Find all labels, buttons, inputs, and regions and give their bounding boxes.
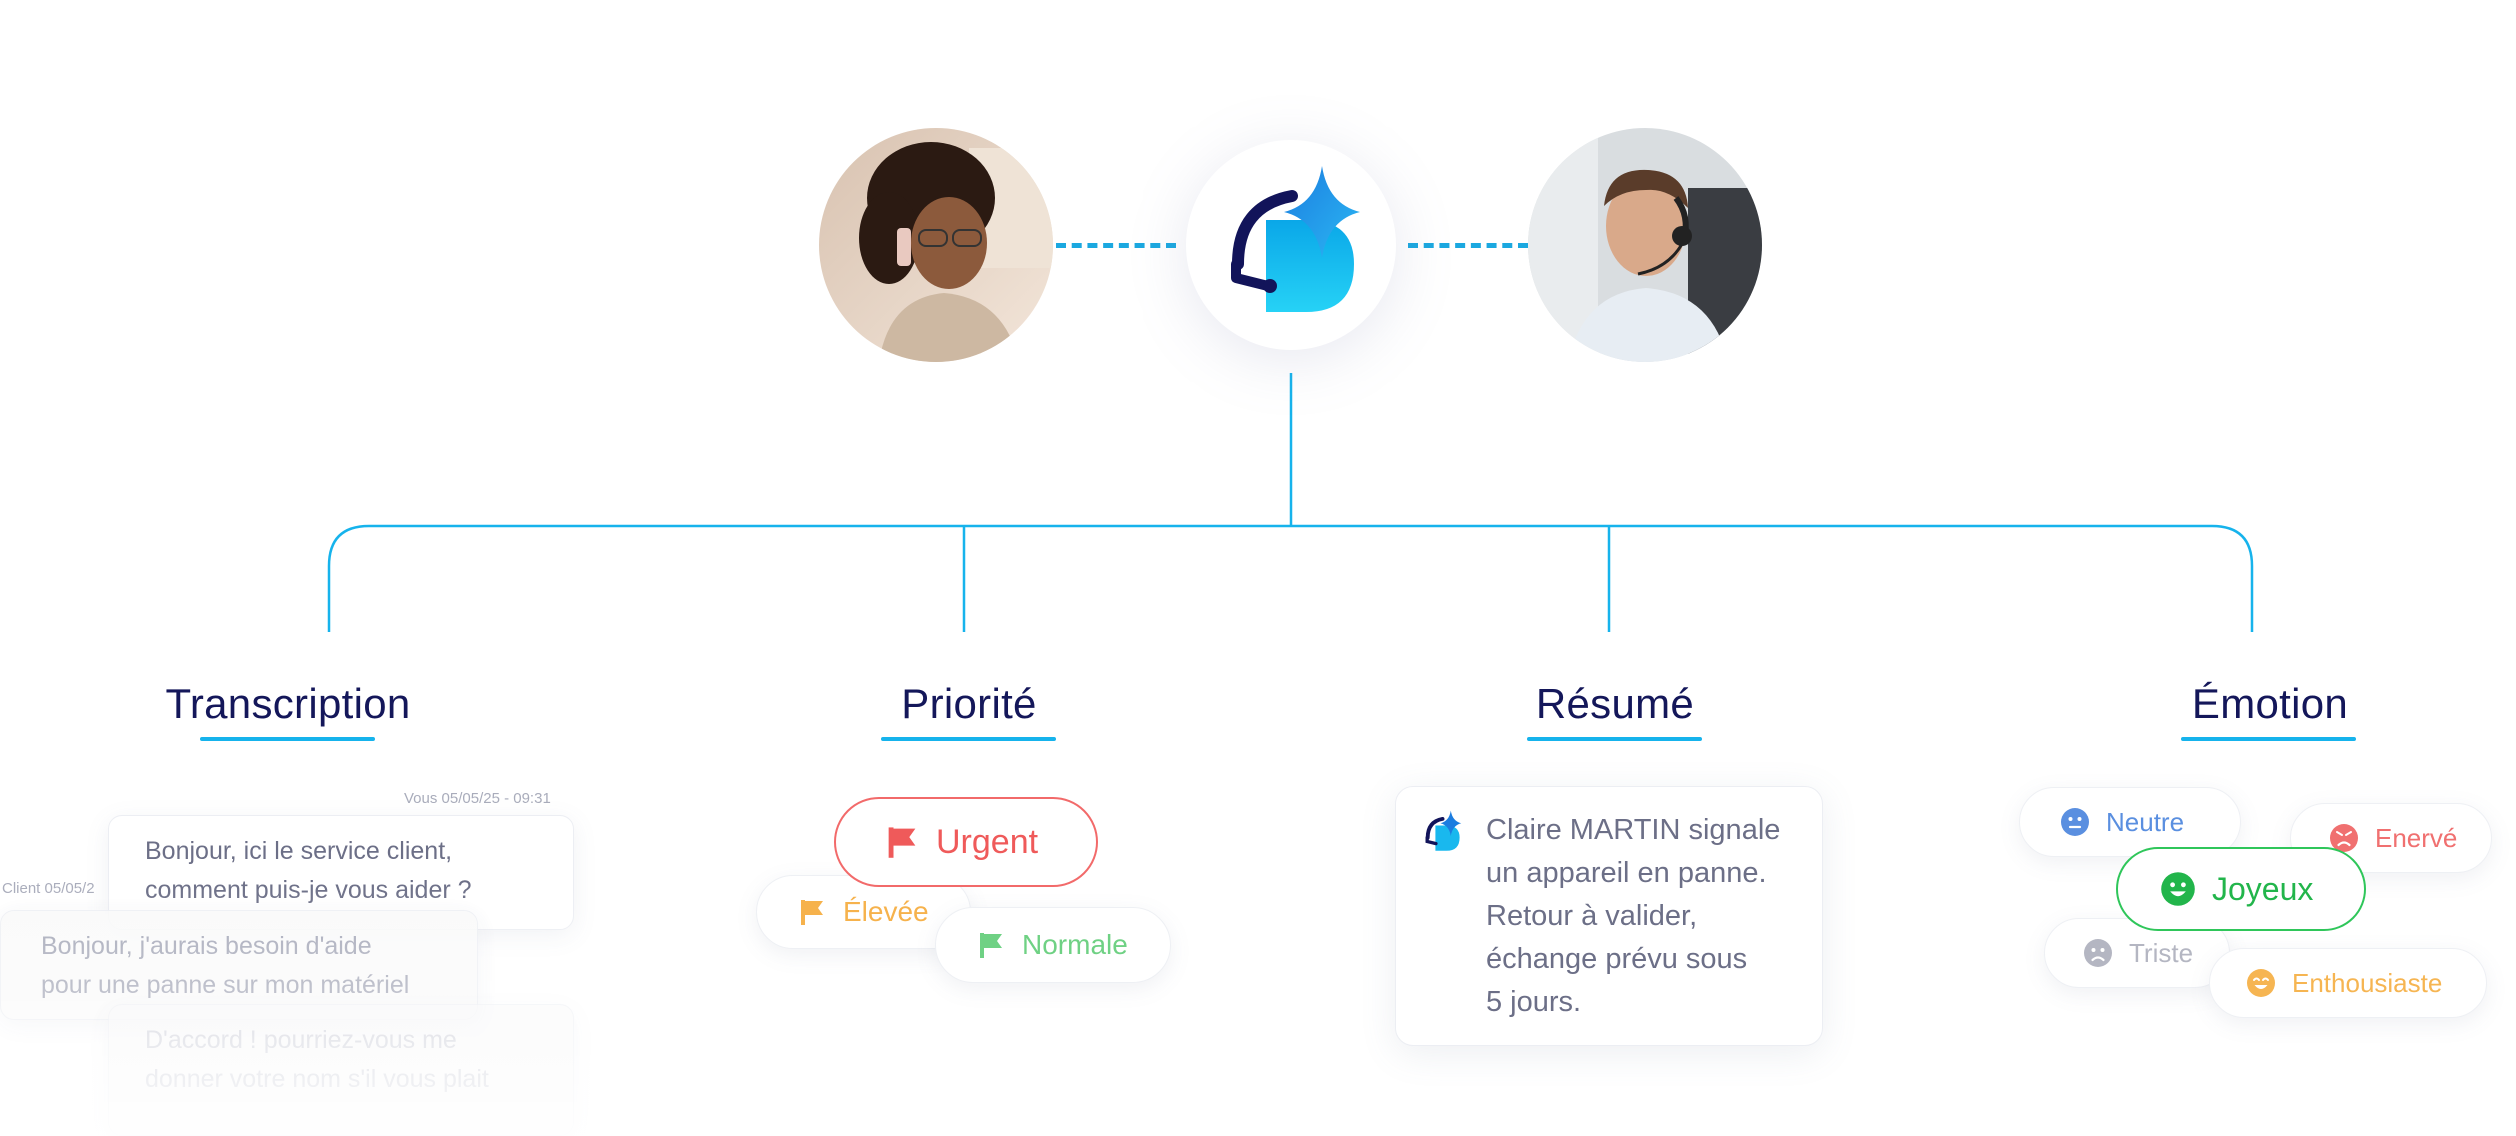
dashed-connector-right <box>1408 243 1528 248</box>
summary-card: Claire MARTIN signale un appareil en pan… <box>1395 786 1823 1046</box>
priority-label: Urgent <box>936 822 1039 861</box>
emotion-label: Joyeux <box>2212 870 2314 907</box>
priority-normale-pill[interactable]: Normale <box>935 907 1171 983</box>
emotion-triste-pill[interactable]: Triste <box>2044 918 2230 988</box>
dashed-connector-left <box>1056 243 1176 248</box>
chat-line: Bonjour, ici le service client, <box>145 837 453 865</box>
headset-sparkle-logo-icon <box>1186 140 1396 350</box>
smiley-icon <box>2161 872 2195 906</box>
emotion-label: Neutre <box>2106 806 2185 837</box>
section-title-emotion: Émotion <box>2191 680 2349 727</box>
priority-label: Normale <box>1022 929 1128 960</box>
title-underline <box>1527 737 1702 741</box>
client-photo-icon <box>819 128 1053 362</box>
sad-face-icon <box>2084 939 2112 967</box>
emotion-joyeux-pill[interactable]: Joyeux <box>2116 847 2366 931</box>
angry-face-icon <box>2330 824 2358 852</box>
priority-label: Élevée <box>843 896 929 927</box>
chat-line: Bonjour, j'aurais besoin d'aide <box>41 932 372 960</box>
summary-line: Retour à valider, <box>1486 900 1698 932</box>
title-underline <box>2181 737 2356 741</box>
priority-elevee-pill[interactable]: Élevée <box>756 875 971 949</box>
emotion-label: Enervé <box>2375 822 2458 853</box>
title-underline <box>881 737 1056 741</box>
emotion-enthousiaste-pill[interactable]: Enthousiaste <box>2209 948 2487 1018</box>
summary-text: Claire MARTIN signale un appareil en pan… <box>1486 809 1806 1024</box>
summary-line: échange prévu sous <box>1486 943 1748 975</box>
message-meta: Vous 05/05/25 - 09:31 <box>404 790 551 807</box>
chat-line: D'accord ! pourriez-vous me <box>145 1026 457 1054</box>
agent-photo-icon <box>1528 128 1762 362</box>
title-underline <box>200 737 375 741</box>
chat-line: pour une panne sur mon matériel <box>41 971 410 999</box>
summary-line: 5 jours. <box>1486 986 1582 1018</box>
emotion-neutre-pill[interactable]: Neutre <box>2019 787 2241 857</box>
chat-line: comment puis-je vous aider ? <box>145 876 472 904</box>
chat-line: donner votre nom s'il vous plait <box>145 1065 489 1093</box>
emotion-label: Triste <box>2129 937 2194 968</box>
summary-line: Claire MARTIN signale <box>1486 814 1781 846</box>
summary-line: un appareil en panne. <box>1486 857 1767 889</box>
emotion-label: Enthousiaste <box>2292 967 2443 998</box>
chat-bubble-agent: D'accord ! pourriez-vous me donner votre… <box>108 1004 574 1136</box>
flag-icon <box>801 900 823 925</box>
section-title-transcription: Transcription <box>165 680 411 727</box>
neutral-face-icon <box>2061 808 2089 836</box>
section-title-resume: Résumé <box>1535 680 1695 727</box>
headset-sparkle-logo-icon <box>1425 810 1462 851</box>
message-meta: Client 05/05/2 <box>2 880 95 897</box>
grinning-face-icon <box>2247 969 2275 997</box>
flag-icon <box>980 933 1002 958</box>
section-title-priorite: Priorité <box>901 680 1037 727</box>
priority-urgent-pill[interactable]: Urgent <box>834 797 1098 887</box>
flag-icon <box>888 827 916 858</box>
